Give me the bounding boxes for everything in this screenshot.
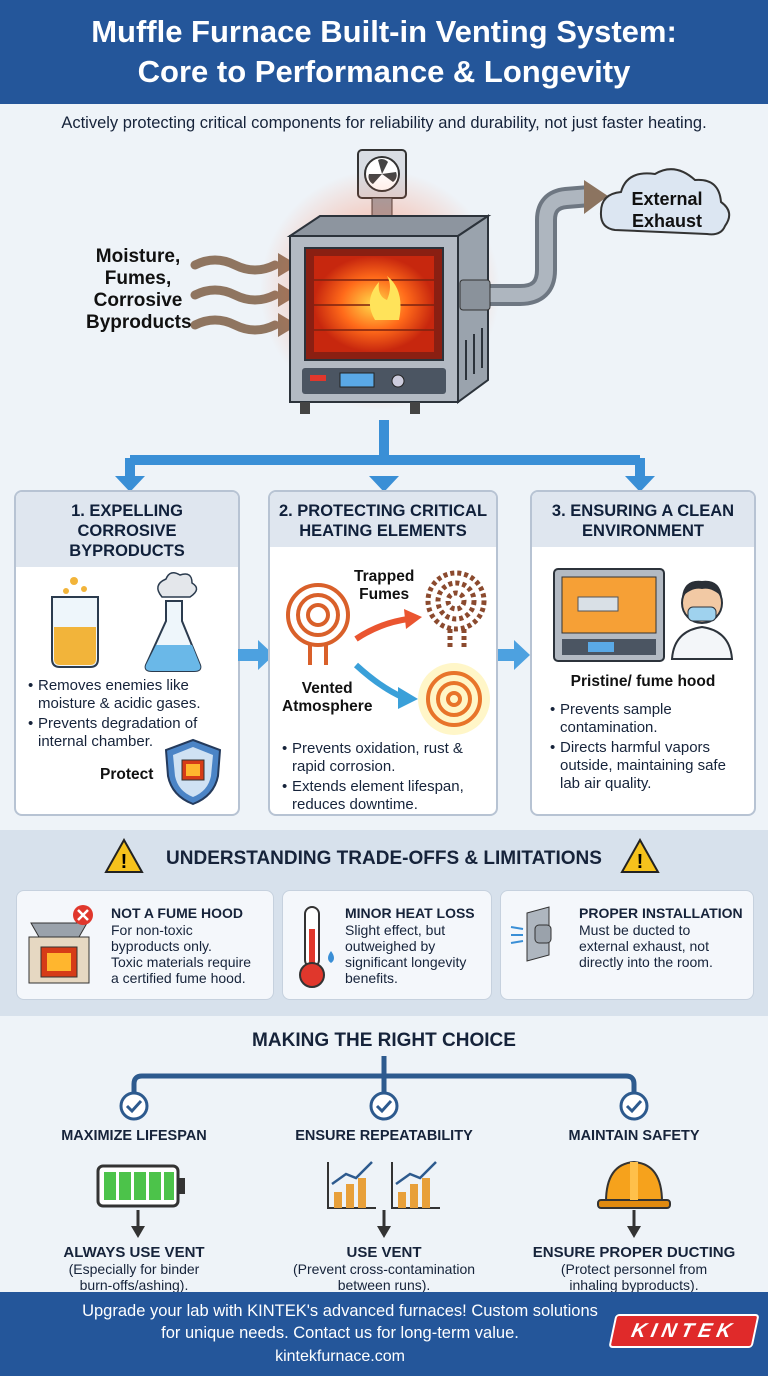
next-arrow-icon <box>238 640 274 670</box>
kintek-logo: KINTEK <box>608 1314 760 1348</box>
hard-hat-icon <box>597 1160 671 1238</box>
header-banner: Muffle Furnace Built-in Venting System:C… <box>0 0 768 104</box>
footer-banner: Upgrade your lab with KINTEK's advanced … <box>0 1292 768 1376</box>
page-title: Muffle Furnace Built-in Venting System:C… <box>91 14 677 89</box>
tradeoff-title: NOT A FUME HOOD <box>111 905 243 921</box>
battery-icon <box>96 1164 185 1238</box>
footer-cta: Upgrade your lab with KINTEK's advanced … <box>82 1302 598 1342</box>
check-icon <box>119 1091 149 1121</box>
bar-charts-icon <box>327 1161 440 1238</box>
exhaust-cloud-icon <box>599 168 731 236</box>
flow-arrows <box>125 420 645 480</box>
card-bullets: Removes enemies like moisture & acidic g… <box>26 677 232 751</box>
heating-coil-icon <box>286 583 350 665</box>
choice-lifespan: MAXIMIZE LIFESPAN ALWAYS USE VENT (Espec… <box>14 1128 254 1293</box>
next-arrow-icon <box>494 640 530 670</box>
tradeoff-title: PROPER INSTALLATION <box>579 905 743 921</box>
choice-repeatability: ENSURE REPEATABILITY USE VENT (Prevent c… <box>264 1128 504 1293</box>
tradeoffs-title: UNDERSTANDING TRADE-OFFS & LIMITATIONS <box>166 848 602 869</box>
shield-icon <box>164 738 222 806</box>
warning-icon: ! <box>620 838 660 873</box>
svg-text:!: ! <box>637 851 644 873</box>
tradeoff-title: MINOR HEAT LOSS <box>345 905 475 921</box>
choice-safety: MAINTAIN SAFETY ENSURE PROPER DUCTING (P… <box>514 1128 754 1293</box>
svg-text:!: ! <box>121 851 128 873</box>
clean-lab-illustration <box>553 568 734 662</box>
clean-caption: Pristine/ fume hood <box>570 673 716 690</box>
check-icon <box>619 1091 649 1121</box>
heating-elements-illustration <box>286 570 490 735</box>
thermometer-icon <box>299 906 334 988</box>
check-icon <box>369 1091 399 1121</box>
protect-label: Protect <box>100 766 154 783</box>
corroded-coil-icon <box>425 570 487 647</box>
trapped-arrow-icon <box>354 616 409 642</box>
choice-title: MAKING THE RIGHT CHOICE <box>252 1030 516 1051</box>
card-bullets: Prevents oxidation, rust & rapid corrosi… <box>280 740 492 816</box>
warning-icon: ! <box>104 838 144 873</box>
furnace-illustration <box>115 149 731 490</box>
scientist-icon <box>670 580 734 660</box>
subtitle: Actively protecting critical components … <box>61 114 707 132</box>
footer-url-link[interactable]: kintekfurnace.com <box>275 1348 405 1365</box>
exhaust-pipe-icon <box>459 180 608 311</box>
clean-coil-icon <box>418 663 490 735</box>
card-bullets: Prevents sample contamination.Directs ha… <box>548 701 748 793</box>
wall-duct-icon <box>510 906 552 962</box>
furnace-window-icon <box>553 568 665 662</box>
muffle-furnace-icon <box>286 214 492 414</box>
fume-hood-icon <box>28 905 93 984</box>
lab-glassware-icon <box>51 572 202 672</box>
